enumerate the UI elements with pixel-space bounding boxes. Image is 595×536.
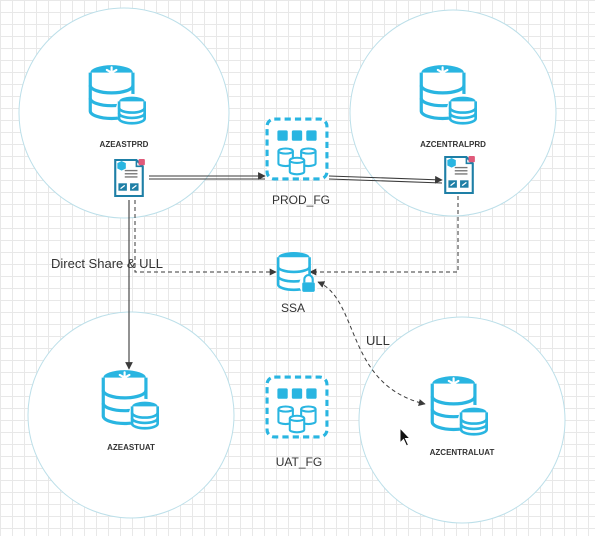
ssa-label: SSA [281,301,305,315]
node-label-azcentralprd: AZCENTRALPRD [420,140,486,149]
fg-label-prod: PROD_FG [272,193,330,207]
failover-group-icon[interactable] [265,375,329,439]
node-label-azeastuat: AZEASTUAT [107,443,155,452]
fg-label-uat: UAT_FG [276,455,322,469]
edge-prod-fg-to-azcentralprd[interactable] [328,175,443,184]
secure-database-lock-icon[interactable] [276,251,319,295]
mouse-cursor-icon [399,426,412,447]
edge-label-ull: ULL [366,333,390,348]
edge-label-direct-share: Direct Share & ULL [51,256,163,271]
edge-ssa-ull-azcentraluat[interactable] [317,281,426,406]
edge-prod-fg-to-azcentralprd-secondary[interactable] [328,178,443,184]
account-document-icon[interactable] [114,157,146,198]
edge-direct-share-to-ssa[interactable] [134,200,277,276]
failover-group-icon[interactable] [265,117,329,181]
account-document-icon[interactable] [444,154,476,195]
node-label-azcentraluat: AZCENTRALUAT [430,448,495,457]
node-label-azeastprd: AZEASTPRD [100,140,149,149]
